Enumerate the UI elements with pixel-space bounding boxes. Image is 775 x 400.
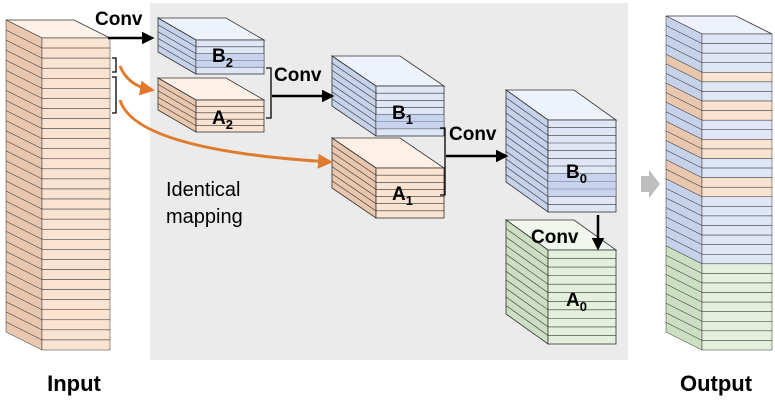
conv-label-2: Conv	[274, 65, 322, 86]
identical-mapping-label-line2: mapping	[166, 206, 243, 228]
a2-label: A2	[212, 108, 233, 132]
b2-label: B2	[212, 46, 233, 70]
a2-block-front	[195, 99, 265, 133]
conv-label-1: Conv	[95, 9, 143, 30]
a0-block-front	[547, 249, 617, 345]
block-b0	[504, 89, 618, 213]
identity-arrow-to-a1	[118, 99, 333, 169]
input-bracket-bottom	[112, 76, 117, 114]
conv-label-4: Conv	[531, 227, 579, 248]
conv-label-3: Conv	[449, 124, 497, 145]
identity-arrow-to-a2	[118, 65, 155, 96]
input-bracket-top	[112, 57, 117, 73]
a1-label: A1	[392, 184, 413, 208]
block-a1	[330, 137, 446, 219]
block-a2	[156, 77, 266, 133]
input-block	[5, 19, 111, 351]
b1-label: B1	[392, 103, 413, 127]
bracket-b1-a1	[440, 127, 446, 196]
input-label: Input	[47, 371, 101, 396]
a0-label: A0	[566, 290, 587, 314]
output-block	[665, 15, 773, 351]
output-label: Output	[680, 371, 753, 396]
a1-block-front	[375, 167, 445, 219]
block-b2	[156, 17, 266, 75]
bracket-b2-a2	[266, 67, 272, 119]
output-arrow	[641, 170, 660, 198]
b0-label: B0	[566, 162, 587, 186]
block-a0	[504, 219, 618, 345]
block-b1	[330, 55, 446, 137]
identical-mapping-label-line1: Identical	[166, 179, 241, 201]
